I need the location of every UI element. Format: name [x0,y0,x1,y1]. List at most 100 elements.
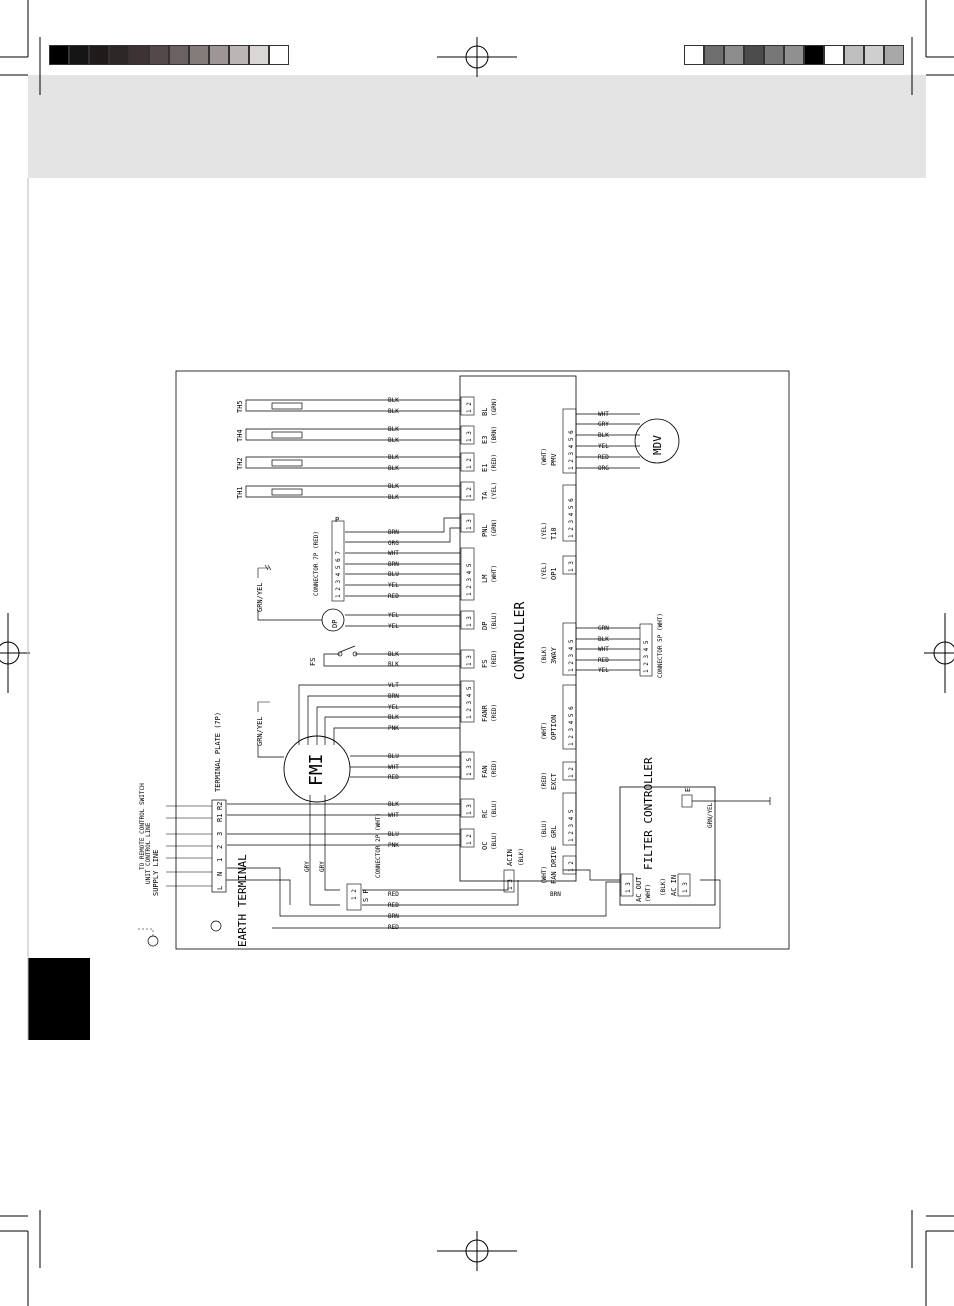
svg-text:WHT: WHT [388,812,399,819]
thermistor-th1-label: TH1 [236,486,244,499]
svg-text:RED: RED [388,891,399,898]
svg-text:PNL: PNL [481,524,489,537]
svg-text:YEL: YEL [388,612,399,619]
right-connector-T10: 1 2 3 4 5 6 T10 (YEL) [541,484,577,542]
svg-text:ORG: ORG [388,540,399,547]
svg-text:BLK: BLK [388,801,399,808]
right-connector-PMV: 1 2 3 4 5 6 PMV (WHT) [541,408,577,474]
svg-text:(WHT): (WHT) [541,722,548,740]
color-swatch [844,45,864,65]
svg-text:(GRN): (GRN) [491,398,498,416]
svg-text:1 2 3 4 5 6 7: 1 2 3 4 5 6 7 [335,551,342,598]
svg-text:1 3: 1 3 [625,882,632,893]
svg-text:CONNECTOR 7P (RED): CONNECTOR 7P (RED) [313,531,320,596]
svg-text:1 2: 1 2 [351,889,358,900]
svg-text:(BLU): (BLU) [541,820,548,838]
svg-text:BLU: BLU [388,571,399,578]
color-swatch [229,45,249,65]
connector-2p: 1 2 S P CONNECTOR 2P (WHT) [346,813,382,911]
color-swatch [209,45,229,65]
svg-text:1 3: 1 3 [466,655,473,666]
svg-text:BRN: BRN [388,913,399,920]
svg-text:(YEL): (YEL) [541,562,548,580]
connector-5p: 1 2 3 4 5 CONNECTOR 5P (WHT) [639,613,664,678]
float-switch: FS [309,645,358,666]
svg-text:(BLU): (BLU) [491,800,498,818]
svg-text:YEL: YEL [598,443,609,450]
left-connector-RC: 1 3 RC (BLU) [460,798,498,818]
svg-text:OPTION: OPTION [550,715,558,740]
svg-text:WHT: WHT [388,550,399,557]
svg-text:(GRN): (GRN) [491,519,498,537]
left-connector-LM: 1 2 3 4 5 LM (WHT) [460,547,498,601]
wire-labels-left: BLK BLK BLK BLK BLK BLK BLK BLK BRN ORG … [388,397,561,931]
svg-text:1 3: 1 3 [466,616,473,627]
color-swatch [884,45,904,65]
svg-text:PMV: PMV [550,453,558,466]
chapter-tab [28,958,90,1040]
svg-text:WHT: WHT [598,646,609,653]
svg-text:2: 2 [216,845,224,849]
right-connector-3WAY: 1 2 3 4 5 3WAY (BLK) [541,622,577,676]
thermistor-th2-label: TH2 [236,457,244,470]
svg-text:ORG: ORG [598,465,609,472]
svg-text:(BLU): (BLU) [491,832,498,850]
svg-text:WHT: WHT [388,764,399,771]
svg-text:MDV: MDV [651,435,664,455]
svg-text:BLK: BLK [388,426,399,433]
svg-text:FS: FS [481,660,489,668]
wire-labels-right: WHT GRY BLK YEL RED ORG GRN BLK WHT RED … [598,411,609,674]
svg-text:BLK: BLK [388,714,399,721]
color-swatch [129,45,149,65]
filter-controller-box [619,786,716,906]
color-swatch [824,45,844,65]
svg-text:BLK: BLK [388,483,399,490]
svg-text:AC IN: AC IN [670,875,678,896]
svg-text:(BLK): (BLK) [518,848,525,866]
svg-text:L: L [216,886,224,890]
svg-text:GRY: GRY [319,861,326,872]
svg-text:BLK: BLK [388,397,399,404]
acin-connector: 1 3 ACIN (BLK) [503,848,525,893]
svg-text:FS: FS [309,658,317,666]
color-swatch [89,45,109,65]
svg-text:RED: RED [388,902,399,909]
thermistor-wires [245,399,460,498]
svg-text:1 2 3 4 5: 1 2 3 4 5 [466,563,473,596]
right-connector-OPTION: 1 2 3 4 5 6 OPTION (WHT) [541,684,577,750]
left-connector-E1: 1 2 E1 (RED) [460,452,498,472]
terminal-plate: L N 1 2 3 R1 R2 TERMINAL PLATE (7P) [211,712,227,893]
color-swatch [864,45,884,65]
header-band [28,75,926,178]
color-swatch [724,45,744,65]
color-swatch [109,45,129,65]
svg-text:BLK: BLK [388,465,399,472]
svg-text:(RED): (RED) [491,650,498,668]
svg-text:RED: RED [388,924,399,931]
svg-text:1: 1 [216,858,224,862]
svg-text:S P: S P [362,889,370,902]
diagram-frame [175,370,790,950]
svg-text:BLK: BLK [388,494,399,501]
svg-text:1 3 5: 1 3 5 [466,758,473,776]
left-connector-OC: 1 2 OC (BLU) [460,828,498,850]
svg-text:EARTH TERMINAL: EARTH TERMINAL [236,854,249,947]
svg-text:(YEL): (YEL) [541,522,548,540]
svg-text:GRN/YEL: GRN/YEL [256,582,264,612]
filter-controller-title: FILTER CONTROLLER [642,757,655,870]
svg-text:GRN: GRN [598,625,609,632]
svg-text:FMI: FMI [306,753,327,786]
color-swatch [704,45,724,65]
filter-controller: FILTER CONTROLLER E 1 3 AC OUT (WHT) 1 3… [620,757,714,902]
svg-text:DP: DP [331,620,339,628]
color-swatch [684,45,704,65]
svg-text:YEL: YEL [598,667,609,674]
svg-text:RC: RC [481,810,489,818]
svg-text:FAN: FAN [481,765,489,778]
svg-text:1 2: 1 2 [568,861,575,872]
svg-text:(RED): (RED) [491,454,498,472]
svg-text:N: N [216,872,224,876]
color-swatch [764,45,784,65]
svg-text:1 2 3 4 5: 1 2 3 4 5 [568,639,575,672]
